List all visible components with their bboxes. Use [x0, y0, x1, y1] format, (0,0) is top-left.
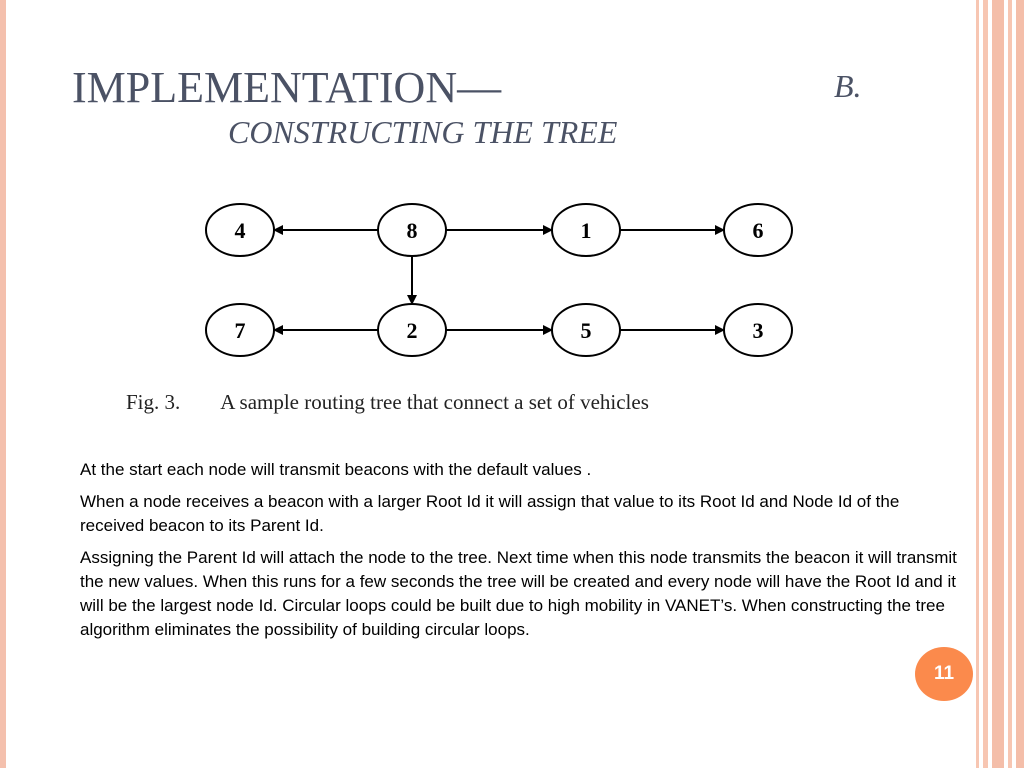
figure-caption: Fig. 3. A sample routing tree that connec… — [126, 390, 649, 415]
slide-subtitle: CONSTRUCTING THE TREE — [228, 114, 618, 150]
node-3-label: 3 — [753, 318, 764, 343]
caption-text: A sample routing tree that connect a set… — [220, 390, 649, 414]
decorative-stripes — [976, 0, 1024, 768]
page-number-badge: 11 — [915, 647, 973, 701]
node-5-label: 5 — [581, 318, 592, 343]
node-3-circle — [723, 303, 793, 357]
routing-tree-figure: 4 8 1 6 7 2 5 3 — [190, 190, 820, 370]
body-text: At the start each node will transmit bea… — [80, 458, 960, 650]
node-2-circle — [377, 303, 447, 357]
node-4-circle — [205, 203, 275, 257]
caption-label: Fig. 3. — [126, 390, 181, 414]
node-6-circle — [723, 203, 793, 257]
routing-tree-diagram: 4 8 1 6 7 2 5 3 — [205, 203, 793, 357]
node-2-label: 2 — [407, 318, 418, 343]
title-section-letter: B. — [834, 68, 862, 104]
paragraph-2: When a node receives a beacon with a lar… — [80, 492, 900, 535]
slide-title: IMPLEMENTATION— B. — [72, 62, 892, 118]
node-5-circle — [551, 303, 621, 357]
node-8-label: 8 — [407, 218, 418, 243]
node-1-circle — [551, 203, 621, 257]
node-1-label: 1 — [581, 218, 592, 243]
node-4-label: 4 — [235, 218, 246, 243]
node-7-label: 7 — [235, 318, 246, 343]
left-border — [0, 0, 6, 768]
node-8-circle — [377, 203, 447, 257]
paragraph-1: At the start each node will transmit bea… — [80, 460, 592, 479]
title-main: IMPLEMENTATION— — [72, 63, 502, 112]
node-6-label: 6 — [753, 218, 764, 243]
node-7-circle — [205, 303, 275, 357]
paragraph-3: Assigning the Parent Id will attach the … — [80, 548, 957, 639]
